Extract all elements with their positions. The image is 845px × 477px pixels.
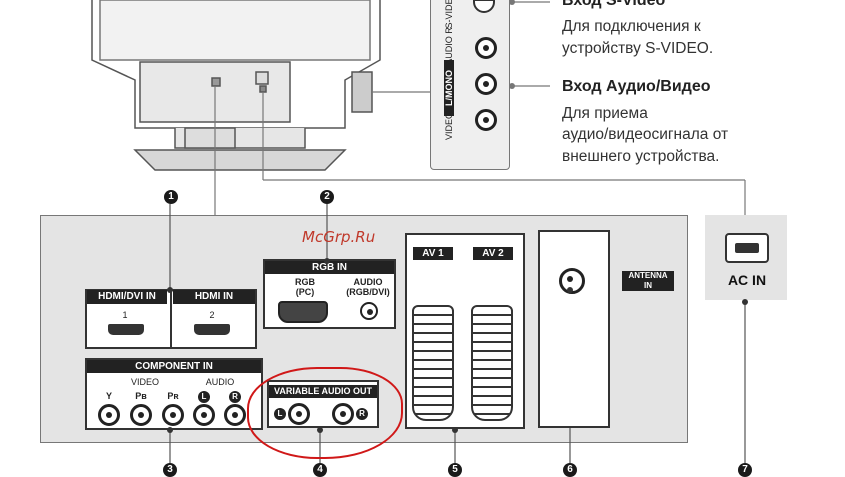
component-l-badge: L xyxy=(198,391,210,403)
component-audio-l-jack xyxy=(193,404,215,426)
side-audio-l-jack xyxy=(475,73,497,95)
number-5: 5 xyxy=(448,463,462,477)
number-2: 2 xyxy=(320,190,334,204)
svideo-desc-2: устройству S-VIDEO. xyxy=(562,40,714,57)
av1-scart-port xyxy=(412,305,454,421)
component-pb-jack xyxy=(130,404,152,426)
antenna-block xyxy=(538,230,610,428)
ac-in-pins xyxy=(735,243,759,253)
av1-label: AV 1 xyxy=(413,247,453,260)
svideo-jack xyxy=(473,0,495,13)
component-in-label: COMPONENT IN xyxy=(87,360,261,373)
component-pr-jack xyxy=(162,404,184,426)
side-video-jack xyxy=(475,109,497,131)
ac-in-label: AC IN xyxy=(727,272,767,288)
av-title: Вход Аудио/Видео xyxy=(562,78,711,95)
rgb-pc-label-1: RGB xyxy=(295,277,315,287)
pb-label: Pʙ xyxy=(135,391,147,401)
hdmi-2-number: 2 xyxy=(209,310,215,320)
svideo-title: Вход S-Video xyxy=(562,0,666,9)
hdmi-divider xyxy=(170,289,172,349)
rgb-dsub-port xyxy=(278,301,328,323)
number-6: 6 xyxy=(563,463,577,477)
component-y-jack xyxy=(98,404,120,426)
rgb-audio-jack xyxy=(360,302,378,320)
hdmi-2-port xyxy=(194,324,230,335)
video-group-label: VIDEO xyxy=(130,377,159,387)
number-1: 1 xyxy=(164,190,178,204)
av2-scart-port xyxy=(471,305,513,421)
av2-label: AV 2 xyxy=(473,247,513,260)
audio-rgb-label-1: AUDIO xyxy=(353,277,383,287)
antenna-in-label-2: IN xyxy=(622,281,674,291)
component-audio-r-jack xyxy=(224,404,246,426)
component-r-badge: R xyxy=(229,391,241,403)
number-7: 7 xyxy=(738,463,752,477)
av-desc-3: внешнего устройства. xyxy=(562,148,720,165)
antenna-jack xyxy=(559,268,585,294)
hdmi-dvi-in-label: HDMI/DVI IN xyxy=(87,290,167,304)
highlight-oval xyxy=(247,367,403,459)
rgb-in-label: RGB IN xyxy=(265,261,394,274)
antenna-in-label-1: ANTENNA xyxy=(622,271,674,281)
side-av-panel: VIDEO L/MONO AUDIO R S-VIDEO xyxy=(430,0,510,170)
rgb-pc-label-2: (PC) xyxy=(295,287,315,297)
audio-rgb-label-2: (RGB/DVI) xyxy=(346,287,390,297)
ac-in-socket xyxy=(725,233,769,263)
y-label: Y xyxy=(105,391,112,401)
side-audio-r-jack xyxy=(475,37,497,59)
hdmi-1-port xyxy=(108,324,144,335)
number-3: 3 xyxy=(163,463,177,477)
av-desc-2: аудио/видеосигнала от xyxy=(562,126,729,143)
watermark: McGrp.Ru xyxy=(302,228,376,246)
hdmi-1-number: 1 xyxy=(122,310,128,320)
svideo-desc-1: Для подключения к xyxy=(562,18,701,35)
audio-group-label: AUDIO xyxy=(205,377,235,387)
av-desc-1: Для приема xyxy=(562,105,648,122)
hdmi-in-label: HDMI IN xyxy=(173,290,255,304)
pr-label: Pʀ xyxy=(167,391,179,401)
number-4: 4 xyxy=(313,463,327,477)
